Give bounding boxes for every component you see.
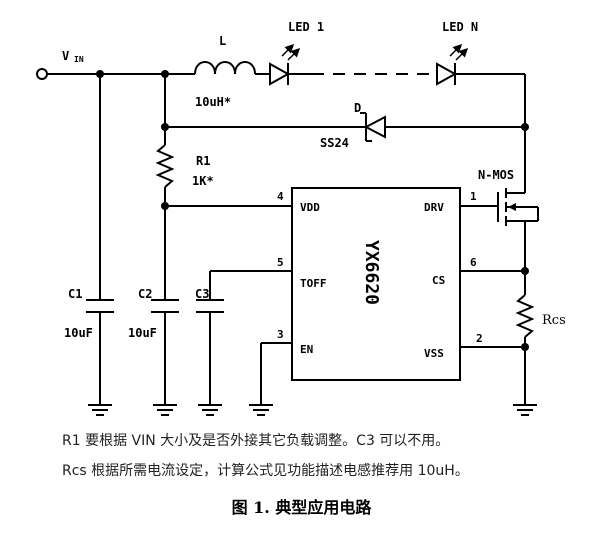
led-last-label: LED N [442, 20, 478, 34]
ic-body [291, 187, 461, 381]
led-n-symbol [436, 62, 458, 86]
mosfet-name: N-MOS [478, 168, 514, 182]
pin-vss-name: VSS [424, 347, 444, 360]
diode-part: SS24 [320, 136, 349, 150]
diode-name: D [354, 101, 361, 115]
vin-subscript: IN [74, 55, 84, 64]
vin-label: V [62, 49, 69, 63]
pin-vss-num: 2 [476, 332, 483, 345]
pin-cs-num: 6 [470, 256, 477, 269]
ic-name: YX6620 [361, 240, 382, 305]
pin-vdd-num: 4 [277, 190, 284, 203]
pin-vdd-name: VDD [300, 201, 320, 214]
junction-dots [96, 70, 529, 351]
r1-value: 1K* [192, 174, 214, 188]
diode-symbol [363, 115, 386, 139]
pin-drv-name: DRV [424, 201, 444, 214]
mosfet-arrow [508, 203, 516, 211]
pin-toff-name: TOFF [300, 277, 327, 290]
pin-toff-num: 5 [277, 256, 284, 269]
r1-zigzag [155, 144, 175, 188]
c1-value: 10uF [64, 326, 93, 340]
pin-en-name: EN [300, 343, 313, 356]
inductor-coil [194, 61, 256, 75]
led-1-symbol [269, 62, 291, 86]
led-first-label: LED 1 [288, 20, 324, 34]
c3-name: C3 [195, 287, 209, 301]
note-line-1: R1 要根据 VIN 大小及是否外接其它负载调整。C3 可以不用。 [62, 433, 450, 449]
inductor-value: 10uH* [195, 95, 231, 109]
schematic-diagram: V IN L 10uH* LED 1 LED N D SS24 R1 1K* C… [36, 20, 566, 416]
c2-name: C2 [138, 287, 152, 301]
note-line-2: Rcs 根据所需电流设定，计算公式见功能描述电感推荐用 10uH。 [62, 463, 469, 479]
c1-name: C1 [68, 287, 82, 301]
pin-cs-name: CS [432, 274, 445, 287]
pin-drv-num: 1 [470, 190, 477, 203]
ground-symbols [88, 404, 537, 416]
pin-en-num: 3 [277, 328, 284, 341]
r1-name: R1 [196, 154, 210, 168]
rcs-name: Rcs [542, 313, 566, 328]
c2-value: 10uF [128, 326, 157, 340]
inductor-name: L [219, 34, 226, 48]
figure-caption: 图 1. 典型应用电路 [231, 498, 372, 517]
rcs-zigzag [515, 294, 535, 338]
vin-terminal [36, 68, 48, 80]
